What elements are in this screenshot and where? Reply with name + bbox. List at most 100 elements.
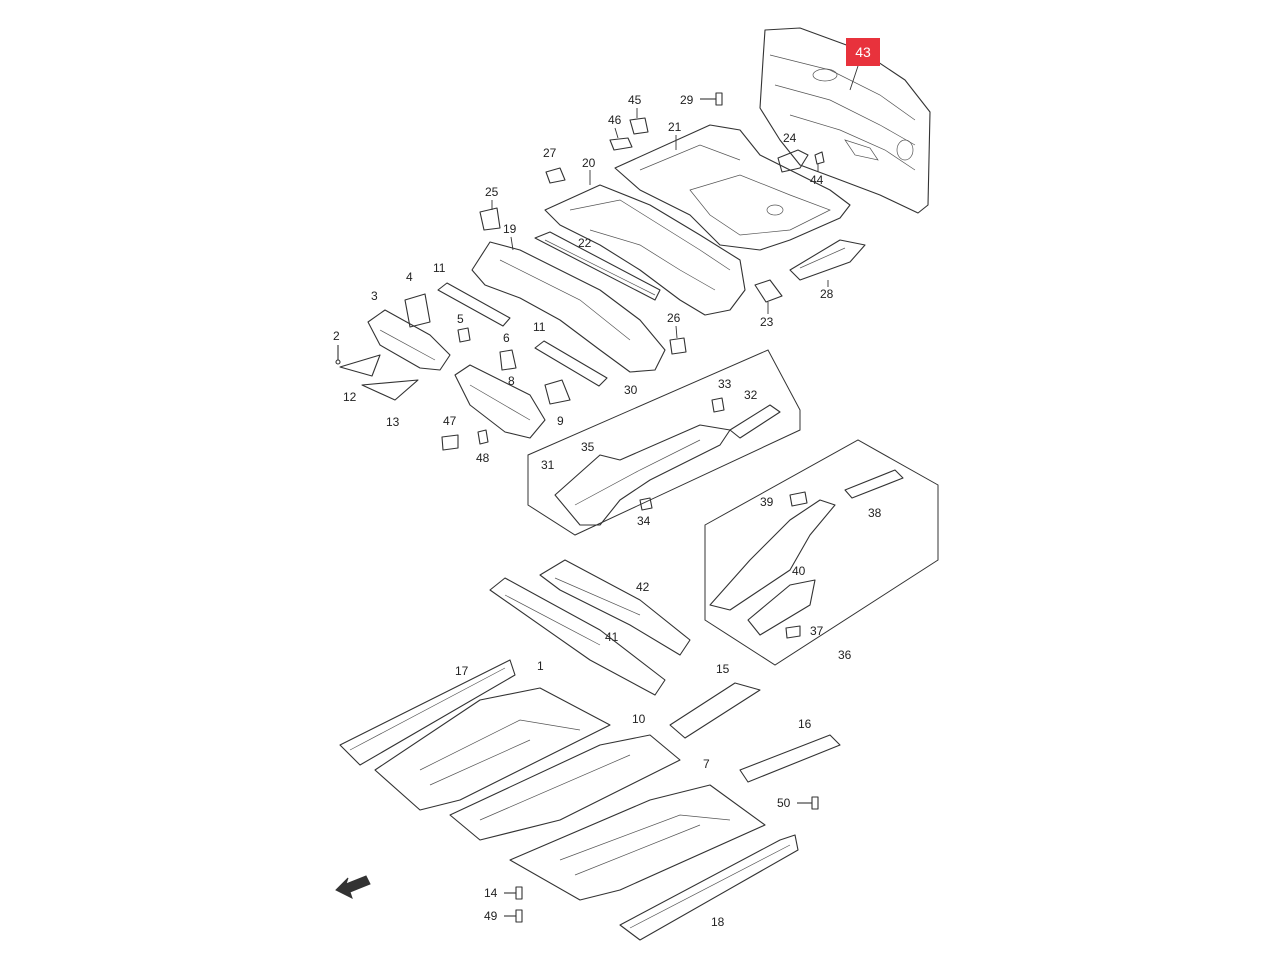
part-2-bolt[interactable] bbox=[335, 345, 341, 365]
part-25-bracket[interactable] bbox=[479, 207, 501, 231]
callout-49: 49 bbox=[484, 909, 498, 923]
part-13-plate[interactable] bbox=[361, 379, 419, 401]
part-34-clip[interactable] bbox=[639, 497, 653, 511]
callout-4: 4 bbox=[406, 270, 413, 284]
part-15-member[interactable] bbox=[669, 682, 761, 739]
assembly-box-30 bbox=[527, 349, 801, 536]
callout-7: 7 bbox=[703, 757, 710, 771]
callout-17: 17 bbox=[455, 664, 469, 678]
part-43-dash-panel[interactable] bbox=[759, 27, 931, 214]
part-1-front-floor[interactable] bbox=[374, 687, 611, 811]
callout-6: 6 bbox=[503, 331, 510, 345]
callout-39: 39 bbox=[760, 495, 774, 509]
part-44-clip[interactable] bbox=[814, 151, 825, 165]
callout-48: 48 bbox=[476, 451, 490, 465]
part-47-clip[interactable] bbox=[441, 434, 459, 451]
callout-36: 36 bbox=[838, 648, 852, 662]
part-7-front-floor[interactable] bbox=[509, 784, 766, 901]
callout-27: 27 bbox=[543, 146, 557, 160]
part-10-tunnel[interactable] bbox=[449, 734, 681, 841]
callout-38: 38 bbox=[868, 506, 882, 520]
callout-40: 40 bbox=[792, 564, 806, 578]
callout-22: 22 bbox=[578, 236, 592, 250]
highlight-badge[interactable] bbox=[846, 38, 880, 66]
callout-9: 9 bbox=[557, 414, 564, 428]
part-40-frame-assembly[interactable] bbox=[709, 499, 836, 636]
part-24-bracket[interactable] bbox=[777, 149, 809, 173]
part-45-bracket[interactable] bbox=[629, 117, 649, 135]
part-6-bracket[interactable] bbox=[499, 349, 517, 371]
callout-28: 28 bbox=[820, 287, 834, 301]
part-26-clip[interactable] bbox=[669, 337, 687, 355]
callout-35: 35 bbox=[581, 440, 595, 454]
callout-20: 20 bbox=[582, 156, 596, 170]
callout-18: 18 bbox=[711, 915, 725, 929]
callout-43: 43 bbox=[855, 44, 871, 60]
part-16-member[interactable] bbox=[739, 734, 841, 783]
part-11-reinforcement-a[interactable] bbox=[437, 282, 511, 327]
callout-12: 12 bbox=[343, 390, 357, 404]
part-22-reinforcement[interactable] bbox=[534, 231, 661, 301]
part-38-member[interactable] bbox=[844, 469, 904, 499]
part-50-bolt[interactable] bbox=[797, 796, 819, 810]
part-17-sill[interactable] bbox=[339, 659, 516, 766]
part-48-clip[interactable] bbox=[477, 429, 489, 445]
callout-2: 2 bbox=[333, 329, 340, 343]
part-11-reinforcement-b[interactable] bbox=[534, 340, 608, 387]
callout-32: 32 bbox=[744, 388, 758, 402]
callout-14: 14 bbox=[484, 886, 498, 900]
part-46-bracket[interactable] bbox=[609, 137, 633, 151]
callout-3: 3 bbox=[371, 289, 378, 303]
part-20-rear-floor-cross-member[interactable] bbox=[544, 184, 746, 316]
callout-24: 24 bbox=[783, 131, 797, 145]
callout-11b: 11 bbox=[533, 320, 546, 334]
front-arrow-icon bbox=[335, 875, 371, 899]
assembly-box-36 bbox=[704, 439, 939, 666]
part-42-member[interactable] bbox=[539, 559, 691, 656]
part-37-clip[interactable] bbox=[785, 625, 801, 639]
callout-11a: 11 bbox=[433, 261, 446, 275]
callout-31: 31 bbox=[541, 458, 555, 472]
callout-33: 33 bbox=[718, 377, 732, 391]
part-23-bracket[interactable] bbox=[754, 279, 783, 303]
part-35-frame-assembly[interactable] bbox=[554, 424, 731, 526]
part-14-bolt[interactable] bbox=[504, 886, 523, 900]
part-3-member[interactable] bbox=[367, 309, 451, 371]
callout-5: 5 bbox=[457, 312, 464, 326]
part-49-bolt[interactable] bbox=[504, 909, 523, 923]
part-18-sill[interactable] bbox=[619, 834, 799, 941]
part-12-plate[interactable] bbox=[339, 354, 381, 377]
callout-44: 44 bbox=[810, 173, 824, 187]
callout-8: 8 bbox=[508, 374, 515, 388]
callout-10: 10 bbox=[632, 712, 646, 726]
callout-16: 16 bbox=[798, 717, 812, 731]
callout-34: 34 bbox=[637, 514, 651, 528]
callout-42: 42 bbox=[636, 580, 650, 594]
callout-37: 37 bbox=[810, 624, 824, 638]
part-41-member[interactable] bbox=[489, 577, 666, 696]
part-19-floor-member[interactable] bbox=[471, 241, 666, 373]
part-29-bolt[interactable] bbox=[700, 92, 723, 106]
part-4-bracket[interactable] bbox=[404, 293, 431, 328]
callout-46: 46 bbox=[608, 113, 622, 127]
part-28-member[interactable] bbox=[789, 239, 866, 281]
part-32-member[interactable] bbox=[729, 404, 781, 439]
part-39-clip[interactable] bbox=[789, 491, 808, 507]
callout-45: 45 bbox=[628, 93, 642, 107]
callout-41: 41 bbox=[605, 630, 619, 644]
part-8-member[interactable] bbox=[454, 364, 546, 439]
part-5-clip[interactable] bbox=[457, 327, 471, 343]
callout-47: 47 bbox=[443, 414, 457, 428]
callout-13: 13 bbox=[386, 415, 400, 429]
callout-26: 26 bbox=[667, 311, 681, 325]
part-27-bracket[interactable] bbox=[545, 167, 566, 184]
part-21-rear-floor[interactable] bbox=[614, 124, 851, 251]
callout-50: 50 bbox=[777, 796, 791, 810]
part-9-bracket[interactable] bbox=[544, 379, 571, 405]
callout-29: 29 bbox=[680, 93, 694, 107]
callout-19: 19 bbox=[503, 222, 517, 236]
callout-23: 23 bbox=[760, 315, 774, 329]
part-33-clip[interactable] bbox=[711, 397, 725, 413]
